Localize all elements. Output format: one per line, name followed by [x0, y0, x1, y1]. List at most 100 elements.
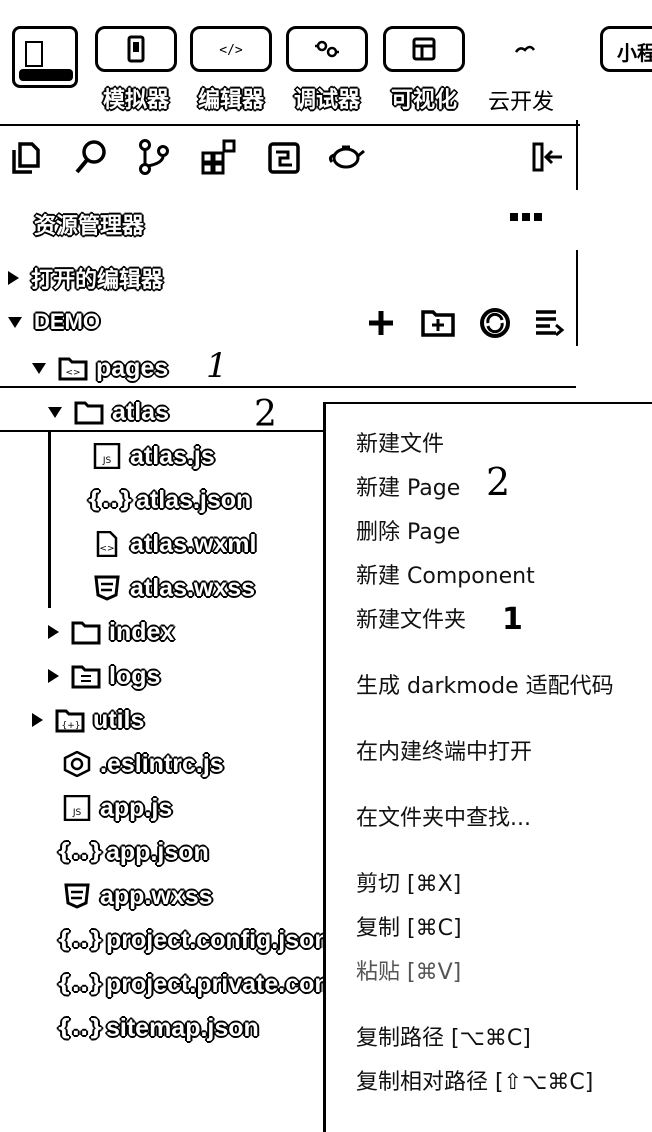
simulator-button[interactable] — [95, 26, 177, 72]
js-file-icon: JS — [63, 795, 91, 821]
menu-item-copy-path[interactable]: 复制路径 [⌥⌘C] — [356, 1026, 531, 1051]
code-icon: </> — [219, 43, 243, 58]
tree-item-eslintrc[interactable]: .eslintrc.js — [62, 744, 224, 784]
json-file-icon: {..} — [55, 971, 105, 997]
tree-item-atlas[interactable]: atlas — [48, 392, 169, 432]
wxss-file-icon — [64, 883, 90, 909]
annotation-mark: 2 — [254, 394, 277, 435]
project-label: DEMO — [34, 309, 100, 334]
menu-item-generate-darkmode[interactable]: 生成 darkmode 适配代码 — [356, 674, 614, 699]
folder-logs-icon — [71, 665, 101, 689]
js-file-icon: JS — [93, 443, 121, 469]
editor-label: 编辑器 — [197, 88, 264, 114]
tree-item-utils[interactable]: {+} utils — [32, 700, 144, 740]
menu-item-find-in-folder[interactable]: 在文件夹中查找... — [356, 806, 531, 831]
indent-guide — [48, 432, 51, 608]
tree-item-atlas-wxml[interactable]: <> atlas.wxml — [92, 524, 256, 564]
panel-collapse-icon[interactable] — [530, 140, 566, 174]
tree-item-index[interactable]: index — [48, 612, 174, 652]
storage-icon[interactable] — [266, 140, 302, 176]
tree-item-label: .eslintrc.js — [100, 749, 224, 778]
context-menu: 新建文件 新建 Page 2 删除 Page 新建 Component 新建文件… — [323, 402, 652, 1132]
cloud-dev-label: 云开发 — [488, 90, 555, 115]
debugger-button[interactable] — [286, 26, 368, 72]
visualization-button[interactable] — [383, 26, 465, 72]
tree-item-sitemap[interactable]: {..} sitemap.json — [55, 1008, 259, 1048]
tree-item-label: atlas.js — [130, 441, 215, 470]
folder-code-icon: <> — [58, 357, 88, 381]
svg-text:{+}: {+} — [62, 721, 81, 731]
json-file-icon: {..} — [55, 1015, 105, 1041]
sidebar-edge-top — [576, 120, 578, 190]
tree-item-label: logs — [109, 661, 161, 690]
json-file-icon: {..} — [55, 839, 105, 865]
visualization-label: 可视化 — [390, 88, 457, 114]
tree-item-label: utils — [93, 705, 145, 734]
avatar[interactable] — [12, 26, 78, 88]
menu-item-copy-relative-path[interactable]: 复制相对路径 [⇧⌥⌘C] — [356, 1070, 594, 1095]
chevron-down-icon — [48, 406, 62, 418]
svg-text:</>: </> — [219, 43, 243, 58]
tree-item-app-wxss[interactable]: app.wxss — [62, 876, 213, 916]
json-file-icon: {..} — [55, 927, 105, 953]
chevron-right-icon — [8, 271, 19, 285]
refresh-icon[interactable] — [478, 306, 512, 340]
menu-item-new-page[interactable]: 新建 Page — [356, 476, 461, 501]
json-file-icon: {..} — [85, 487, 135, 513]
selection-line — [0, 430, 330, 432]
menu-item-new-file[interactable]: 新建文件 — [356, 432, 445, 457]
tree-item-label: atlas.json — [136, 485, 252, 514]
tree-item-label: app.wxss — [100, 881, 213, 910]
tree-item-label: atlas — [112, 397, 169, 426]
tree-item-atlas-js[interactable]: JS atlas.js — [92, 436, 215, 476]
explorer-more-button[interactable] — [510, 212, 542, 222]
menu-item-new-folder[interactable]: 新建文件夹 — [356, 608, 467, 633]
search-icon[interactable] — [72, 138, 110, 176]
menu-item-delete-page[interactable]: 删除 Page — [356, 520, 461, 545]
editor-button[interactable]: </> — [190, 26, 272, 72]
files-icon[interactable] — [8, 140, 44, 176]
source-control-icon[interactable] — [136, 138, 172, 176]
chevron-right-icon — [48, 669, 59, 683]
cloud-dev-button[interactable]: 云开发 — [480, 30, 570, 115]
wxml-file-icon: <> — [96, 531, 118, 557]
menu-item-copy[interactable]: 复制 [⌘C] — [356, 916, 462, 941]
mini-program-button[interactable]: 小程 — [600, 26, 652, 72]
open-editors-section[interactable]: 打开的编辑器 — [8, 258, 163, 298]
tree-item-app-json[interactable]: {..} app.json — [55, 832, 209, 872]
tree-item-atlas-wxss[interactable]: atlas.wxss — [92, 568, 255, 608]
tree-divider — [0, 386, 576, 388]
extensions-icon[interactable] — [200, 138, 238, 176]
menu-item-new-component[interactable]: 新建 Component — [356, 564, 535, 589]
tree-item-app-js[interactable]: JS app.js — [62, 788, 172, 828]
collapse-all-icon[interactable] — [532, 306, 566, 340]
wxss-file-icon — [94, 575, 120, 601]
annotation-mark: 1 — [502, 602, 523, 637]
tree-item-atlas-json[interactable]: {..} atlas.json — [85, 480, 252, 520]
folder-utils-icon: {+} — [55, 709, 85, 733]
tree-item-project-config[interactable]: {..} project.config.json — [55, 920, 330, 960]
menu-item-cut[interactable]: 剪切 [⌘X] — [356, 872, 462, 897]
menu-item-paste[interactable]: 粘贴 [⌘V] — [356, 960, 462, 985]
debug-icon — [315, 40, 339, 58]
teapot-icon[interactable] — [326, 140, 366, 172]
phone-icon — [127, 35, 145, 63]
mini-program-label: 小程 — [617, 41, 652, 65]
tree-item-pages[interactable]: <> pages — [32, 348, 168, 388]
svg-text:JS: JS — [72, 808, 82, 818]
folder-icon — [71, 621, 101, 645]
chevron-right-icon — [32, 713, 43, 727]
tree-item-label: sitemap.json — [106, 1013, 259, 1042]
new-folder-icon[interactable] — [420, 306, 456, 338]
tree-item-label: project.config.json — [106, 925, 330, 954]
folder-open-icon — [74, 401, 104, 425]
menu-item-open-in-terminal[interactable]: 在内建终端中打开 — [356, 740, 533, 765]
explorer-title: 资源管理器 — [34, 214, 145, 239]
svg-text:JS: JS — [102, 456, 112, 466]
annotation-mark: 2 — [486, 460, 511, 504]
new-file-icon[interactable] — [366, 308, 396, 338]
tree-item-logs[interactable]: logs — [48, 656, 160, 696]
project-section[interactable]: DEMO — [8, 302, 100, 342]
sidebar-edge — [576, 250, 578, 346]
toolbar-divider — [0, 124, 580, 126]
